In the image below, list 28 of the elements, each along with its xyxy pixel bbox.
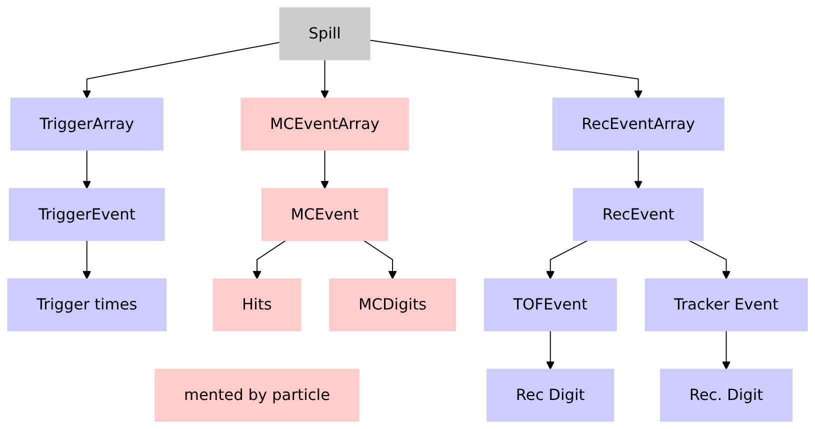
node-box: RecEventArray (552, 98, 724, 151)
arrow (546, 330, 555, 370)
arrow (369, 40, 643, 99)
arrow (320, 150, 329, 189)
node-box: RecEvent (573, 188, 704, 241)
node-box: Spill (279, 7, 370, 60)
arrow (320, 59, 329, 99)
arrow (546, 240, 588, 280)
arrow (688, 240, 730, 280)
arrow (82, 150, 92, 189)
node-box: Trigger times (7, 278, 167, 332)
node-box: Rec. Digit (660, 368, 793, 422)
node-box: mented by particle (154, 368, 360, 422)
arrow (252, 240, 286, 280)
node-box: Hits (212, 278, 302, 332)
node-box: TriggerEvent (9, 188, 165, 241)
node-box: Rec Digit (486, 368, 614, 422)
node-box: MCEvent (261, 188, 388, 241)
arrow (722, 330, 730, 370)
node-box: TOFEvent (484, 278, 617, 332)
node-box: TriggerArray (10, 98, 164, 151)
arrow (634, 150, 643, 189)
arrow (82, 42, 280, 99)
arrow (363, 240, 397, 280)
arrow (82, 240, 92, 280)
node-box: MCDigits (329, 278, 456, 332)
node-box: Tracker Event (644, 278, 808, 332)
node-box: MCEventArray (240, 98, 409, 151)
